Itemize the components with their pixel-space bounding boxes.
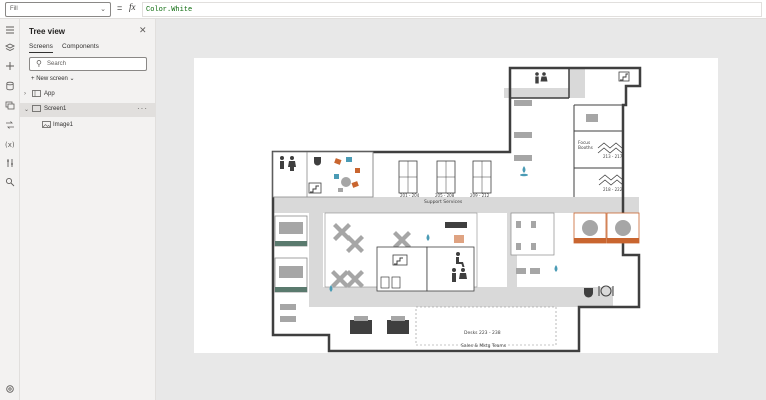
app-icon (32, 90, 41, 97)
new-screen-button[interactable]: + New screen ⌄ (31, 75, 75, 82)
plus-icon[interactable] (4, 60, 16, 72)
data-flow-icon[interactable] (4, 119, 16, 131)
property-dropdown-value: Fill (10, 6, 18, 12)
search-icon[interactable] (4, 176, 16, 188)
settings-icon[interactable] (4, 383, 16, 395)
svg-text:(x): (x) (5, 141, 15, 149)
area-label: Sales & Mktg Teams (461, 343, 507, 349)
room-label: 218 - 222 (603, 187, 623, 192)
meeting-rooms-left (274, 215, 308, 322)
image1[interactable]: 201 - 204 205 - 208 209 - 212 Support Se… (194, 58, 718, 353)
chevron-right-icon[interactable]: › (24, 91, 26, 97)
water-icon (554, 265, 558, 272)
desk-label: Desks 223 - 238 (464, 330, 501, 336)
focus-pods (398, 160, 492, 194)
room-label: Focus (578, 140, 591, 146)
stairs-icon (308, 182, 322, 194)
variables-icon[interactable]: (x) (4, 138, 16, 150)
tree-item-screen1[interactable]: ⌄ Screen1 ··· (20, 103, 156, 117)
design-canvas: 201 - 204 205 - 208 209 - 212 Support Se… (156, 19, 766, 400)
app-rail: (x) (0, 19, 20, 400)
close-icon[interactable]: ✕ (139, 25, 147, 35)
new-screen-label: New screen (36, 76, 68, 82)
tree-item-image1[interactable]: Image1 (20, 119, 156, 133)
accessible-restroom-icon (452, 252, 467, 282)
chevron-down-icon[interactable]: ⌄ (24, 107, 30, 113)
cafe-icon (584, 285, 614, 298)
storage-box (586, 114, 598, 122)
recycle-bin (454, 235, 464, 243)
hamburger-icon[interactable] (4, 24, 16, 36)
plus-icon: + (31, 76, 35, 82)
database-icon[interactable] (4, 80, 16, 92)
meeting-tables (514, 100, 532, 161)
tree-item-label: Image1 (53, 122, 74, 128)
tab-components[interactable]: Components (62, 43, 99, 50)
layers-icon[interactable] (4, 42, 16, 54)
lounge-furniture (334, 157, 360, 192)
wall (573, 104, 623, 197)
stairs-icon (392, 254, 408, 266)
tree-view-panel: Tree view ✕ Screens Components ⚲ Search … (20, 19, 156, 400)
chevron-down-icon: ⌄ (69, 76, 75, 82)
room-label: 205 - 208 (435, 193, 455, 198)
room-label: 209 - 212 (470, 193, 490, 198)
room-label: 201 - 204 (400, 193, 420, 198)
water-icon (329, 285, 333, 292)
desk-zone (415, 306, 557, 346)
printer-stations (350, 316, 409, 334)
search-icon: ⚲ (36, 59, 42, 68)
corridor-floor (273, 68, 639, 307)
room-label: Booths (578, 145, 594, 151)
restroom-icon (535, 72, 548, 84)
water-icon (426, 234, 430, 241)
room (426, 246, 475, 292)
screen-icon (32, 105, 41, 112)
cafe-cup-icon (314, 157, 321, 166)
image-icon (42, 121, 51, 128)
cross-tables (331, 223, 411, 288)
booth-desks (597, 142, 624, 186)
phone-booths (380, 276, 401, 289)
search-input[interactable]: ⚲ Search (29, 57, 147, 71)
wall (509, 68, 570, 152)
more-options-icon[interactable]: ··· (137, 104, 148, 113)
outer-wall (271, 66, 642, 353)
tree-item-app[interactable]: › App (20, 88, 156, 102)
room-label: 213 - 217 (603, 154, 623, 159)
media-icon[interactable] (4, 99, 16, 111)
fx-icon[interactable]: fx (129, 2, 136, 12)
search-placeholder: Search (47, 61, 67, 67)
printer-icon (445, 222, 467, 228)
room (376, 246, 428, 292)
tab-screens[interactable]: Screens (29, 43, 53, 53)
tree-item-label: App (44, 91, 55, 97)
property-dropdown[interactable]: Fill ⌄ (5, 2, 111, 17)
wall (306, 152, 374, 197)
room (272, 151, 374, 198)
chevron-down-icon: ⌄ (100, 6, 106, 13)
equals-sign: = (117, 3, 123, 13)
restroom-icon (280, 156, 296, 171)
tree-view-title: Tree view (29, 27, 66, 36)
formula-input[interactable]: Color.White (142, 2, 762, 17)
tree-item-label: Screen1 (44, 106, 67, 112)
meeting-rooms-right (510, 212, 640, 274)
elevator-icon (618, 71, 630, 82)
formula-bar: Fill ⌄ = fx Color.White (0, 0, 766, 19)
screen1-artboard[interactable]: 201 - 204 205 - 208 209 - 212 Support Se… (194, 58, 718, 353)
water-icon (520, 166, 528, 177)
tools-icon[interactable] (4, 157, 16, 169)
area-label: Support Services (424, 199, 463, 205)
